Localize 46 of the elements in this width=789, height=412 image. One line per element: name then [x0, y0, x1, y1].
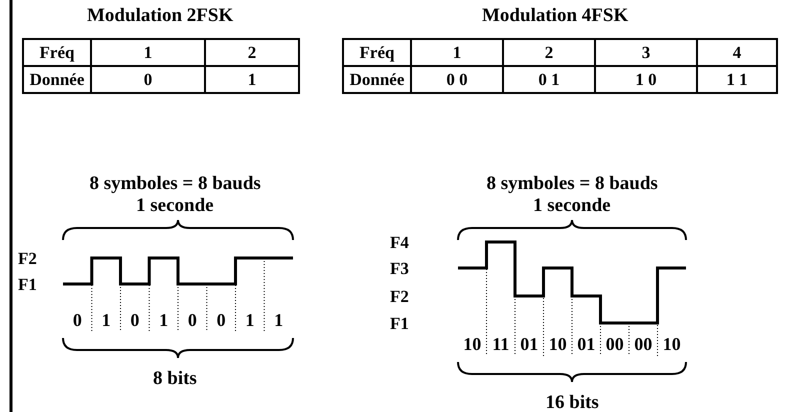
bit-label: 0	[216, 311, 226, 329]
table-cell: 1	[205, 66, 299, 93]
bit-label: 0	[72, 311, 82, 329]
bit-label: 10	[662, 335, 681, 353]
duration-label: 1 seconde	[136, 196, 214, 214]
bit-label: 1	[102, 311, 111, 329]
table-title: Modulation 2FSK	[87, 6, 234, 24]
symbol-rate-label: 8 symboles = 8 bauds	[486, 174, 658, 192]
frequency-label: F2	[390, 288, 409, 304]
bit-label: 11	[492, 335, 510, 353]
table-cell: 0 1	[503, 66, 595, 93]
table-cell: 1 0	[595, 66, 697, 93]
frequency-label: F1	[18, 276, 37, 292]
row-header-cell: Donnée	[343, 66, 411, 93]
frequency-label: F3	[390, 260, 409, 276]
bit-label: 1	[274, 311, 284, 329]
table-cell: 4	[697, 39, 777, 66]
table-title: Modulation 4FSK	[482, 6, 628, 24]
table-cell: 3	[595, 39, 697, 66]
bit-label: 01	[577, 335, 596, 353]
bit-label: 00	[606, 335, 624, 353]
table-cell: 2	[503, 39, 595, 66]
duration-label: 1 seconde	[533, 196, 611, 214]
bit-label: 10	[548, 335, 567, 353]
bit-label: 01	[520, 335, 538, 353]
bit-count-label: 8 bits	[153, 368, 197, 388]
table-cell: 1	[411, 39, 503, 66]
row-header-cell: Fréq	[23, 39, 91, 66]
bit-count-label: 16 bits	[546, 392, 599, 412]
row-header-cell: Donnée	[23, 66, 91, 93]
table-cell: 1 1	[697, 66, 777, 93]
bit-label: 0	[188, 311, 197, 329]
symbol-rate-label: 8 symboles = 8 bauds	[90, 174, 261, 192]
bit-label: 10	[463, 335, 482, 353]
bit-label: 1	[245, 311, 254, 329]
frequency-label: F4	[390, 234, 409, 250]
table-cell: 2	[205, 39, 299, 66]
row-header-cell: Fréq	[343, 39, 411, 66]
table-cell: 0 0	[411, 66, 503, 93]
frequency-label: F1	[390, 314, 409, 332]
table-cell: 1	[91, 39, 205, 66]
bit-label: 00	[634, 335, 652, 353]
table-cell: 0	[91, 66, 205, 93]
bit-label: 1	[159, 311, 168, 329]
frequency-label: F2	[18, 250, 37, 266]
bit-label: 0	[130, 311, 140, 329]
